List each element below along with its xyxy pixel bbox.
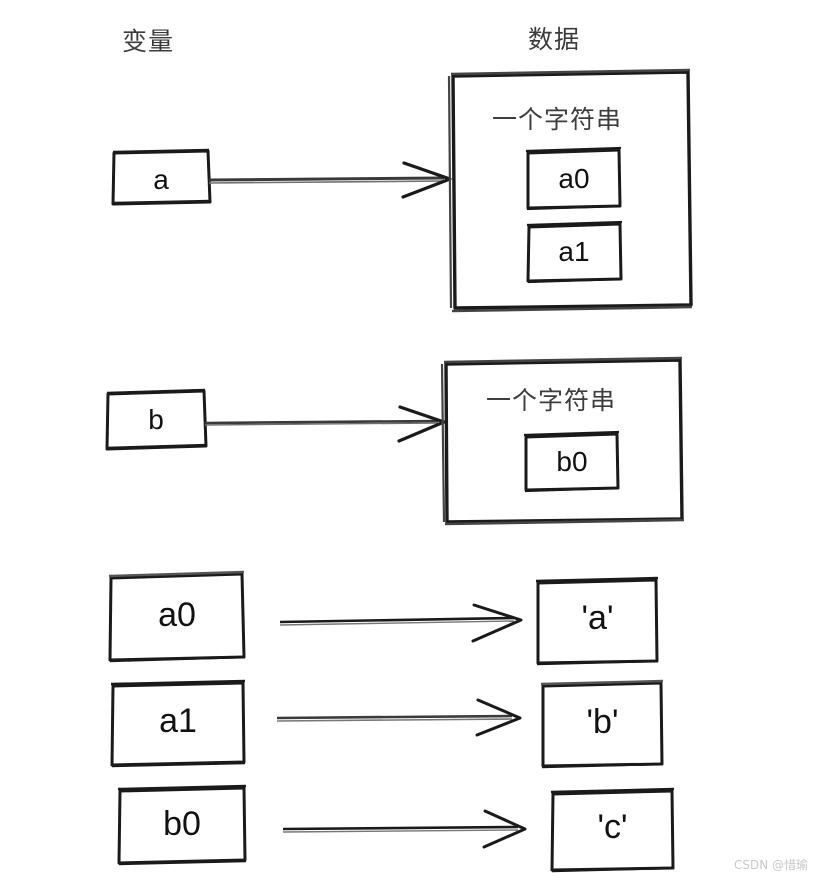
mapping-target-box-char-a-label: 'a'	[581, 599, 614, 637]
variable-box-b[interactable]	[105, 388, 208, 451]
slot-box-a0-hit[interactable]	[526, 148, 622, 209]
mapping-row-1	[108, 570, 659, 666]
mapping-target-box-char-a-hit[interactable]	[536, 578, 659, 664]
mapping-target-box-char-c[interactable]	[550, 787, 675, 873]
slot-box-a0[interactable]	[525, 146, 622, 211]
variable-box-a-label: a	[153, 164, 169, 195]
variable-box-b-label: b	[148, 404, 164, 435]
mapping-target-box-char-b-label: 'b'	[586, 703, 619, 741]
string-container-1-label: 一个字符串	[492, 105, 623, 134]
mapping-row-2	[110, 679, 664, 769]
string-container-2[interactable]	[440, 356, 685, 526]
mapping-source-box-b0-hit[interactable]	[118, 786, 247, 864]
mapping-target-box-char-c-hit[interactable]	[551, 789, 675, 871]
mapping-source-box-b0-label: b0	[163, 805, 201, 843]
mapping-source-box-a1-hit[interactable]	[111, 681, 246, 766]
mapping-target-box-char-a[interactable]	[535, 576, 659, 666]
mapping-target-box-char-b[interactable]	[540, 679, 664, 769]
watermark: CSDN @惜瑜	[733, 858, 808, 872]
variable-box-a-hit[interactable]	[113, 151, 210, 204]
mapping-source-box-b0[interactable]	[117, 784, 247, 866]
mapping-source-box-a1[interactable]	[110, 679, 246, 768]
slot-box-b0[interactable]	[523, 430, 620, 493]
slot-box-a1-hit[interactable]	[527, 222, 623, 282]
slot-box-a1-label: a1	[558, 236, 590, 267]
mapping-source-box-a0-hit[interactable]	[109, 572, 245, 661]
column-header-data: 数据	[528, 25, 581, 54]
slot-box-a1[interactable]	[526, 220, 623, 284]
mapping-source-box-a0-label: a0	[158, 596, 196, 634]
arrow-a1-to-value	[276, 698, 522, 737]
arrow-a0-to-value	[279, 603, 523, 643]
variable-box-b-hit[interactable]	[107, 391, 206, 449]
mapping-target-box-char-c-label: 'c'	[597, 808, 628, 846]
arrow-b0-to-value	[282, 809, 527, 849]
mapping-source-box-a0[interactable]	[108, 570, 246, 663]
column-header-variable: 变量	[122, 27, 175, 56]
slot-box-b0-label: b0	[556, 446, 588, 477]
mapping-row-3	[117, 784, 675, 873]
string-container-1[interactable]	[447, 68, 693, 313]
arrow-b-to-string-container-2	[204, 405, 446, 443]
mapping-source-box-a1-label: a1	[159, 702, 197, 740]
string-container-2-label: 一个字符串	[486, 386, 617, 415]
slot-box-a0-label: a0	[558, 163, 590, 194]
variable-box-a[interactable]	[111, 148, 212, 206]
arrow-a-to-string-container-1	[208, 161, 452, 199]
slot-box-b0-hit[interactable]	[524, 432, 620, 491]
mapping-target-box-char-b-hit[interactable]	[541, 681, 664, 767]
